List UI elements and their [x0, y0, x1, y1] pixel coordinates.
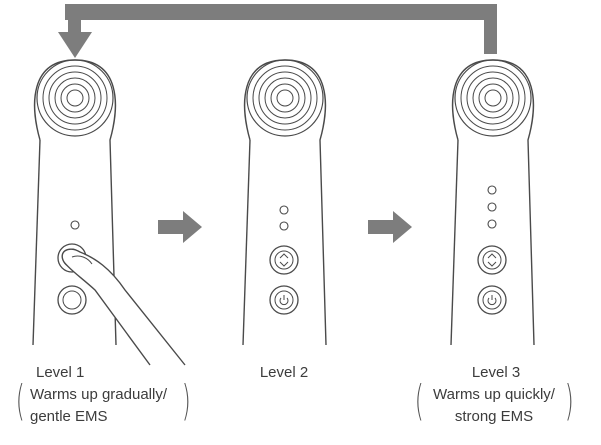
indicator-light	[487, 185, 497, 195]
device-head-level-3	[454, 59, 532, 137]
level-3-desc-line-2: strong EMS	[454, 408, 534, 425]
device-level-2	[242, 59, 327, 346]
level-1-desc-line-1: Warms up gradually/	[30, 386, 167, 403]
left-paren: (	[15, 376, 25, 425]
right-paren: )	[181, 376, 191, 425]
power-icon	[269, 285, 299, 315]
indicator-light	[487, 219, 497, 229]
arrow-right-icon	[368, 211, 412, 243]
indicator-light	[487, 202, 497, 212]
level-1-label: Level 1	[36, 364, 85, 381]
chevron-up-down-icon	[269, 245, 299, 275]
level-2-label: Level 2	[259, 364, 309, 381]
indicator-light	[70, 220, 80, 230]
return-loop-arrow	[58, 4, 497, 58]
device-level-3	[450, 59, 535, 346]
device-level-1	[32, 59, 117, 346]
arrow-right-icon	[158, 211, 202, 243]
indicator-light	[279, 205, 289, 215]
device-head-level-1	[36, 59, 114, 137]
chevron-up-down-icon	[477, 245, 507, 275]
level-3-label: Level 3	[471, 364, 521, 381]
right-paren: )	[564, 376, 574, 425]
indicator-light	[279, 221, 289, 231]
level-1-desc-line-2: gentle EMS	[30, 408, 108, 425]
power-icon	[57, 285, 87, 315]
level-3-desc-line-1: Warms up quickly/	[433, 386, 555, 403]
left-paren: (	[414, 376, 424, 425]
finger-pressing-button	[61, 248, 186, 366]
power-icon	[477, 285, 507, 315]
device-head-level-2	[246, 59, 324, 137]
